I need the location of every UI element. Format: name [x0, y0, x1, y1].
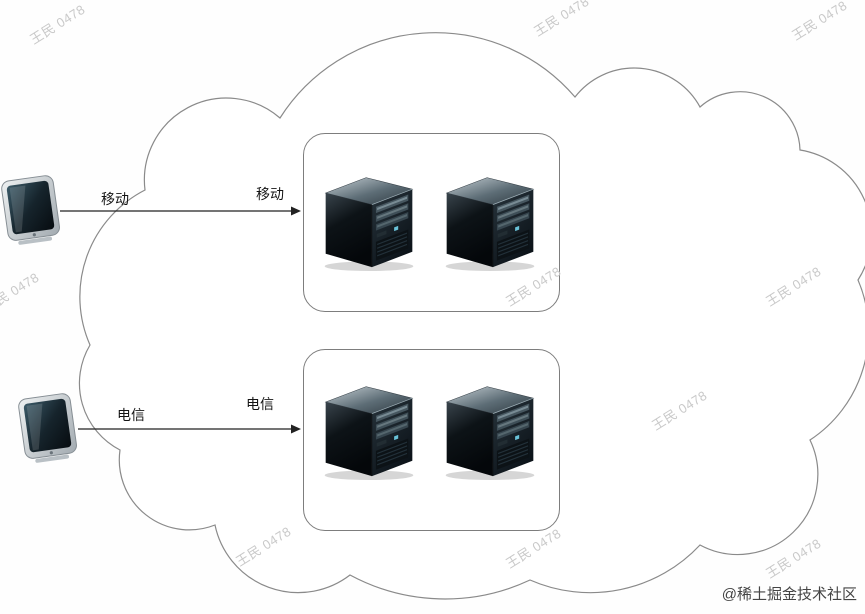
cloud-outline: [78, 32, 865, 600]
client-device-telecom-icon: [12, 390, 83, 468]
community-credit-text: @稀土掘金技术社区: [721, 586, 857, 603]
arrow-mobile: [60, 206, 301, 216]
telecom-client-label: 电信: [117, 407, 145, 423]
telecom-server-group-box: [303, 349, 560, 531]
client-device-mobile-icon: [0, 172, 67, 250]
mobile-server-group-box: [303, 133, 560, 312]
mobile-cloud-label: 移动: [256, 186, 284, 202]
server-tower-icon: [316, 377, 422, 481]
mobile-client-label: 移动: [101, 191, 129, 207]
server-tower-icon: [437, 377, 543, 481]
server-tower-icon: [316, 168, 422, 272]
telecom-cloud-label: 电信: [246, 396, 274, 412]
arrow-telecom: [78, 424, 301, 434]
server-tower-icon: [437, 168, 543, 272]
